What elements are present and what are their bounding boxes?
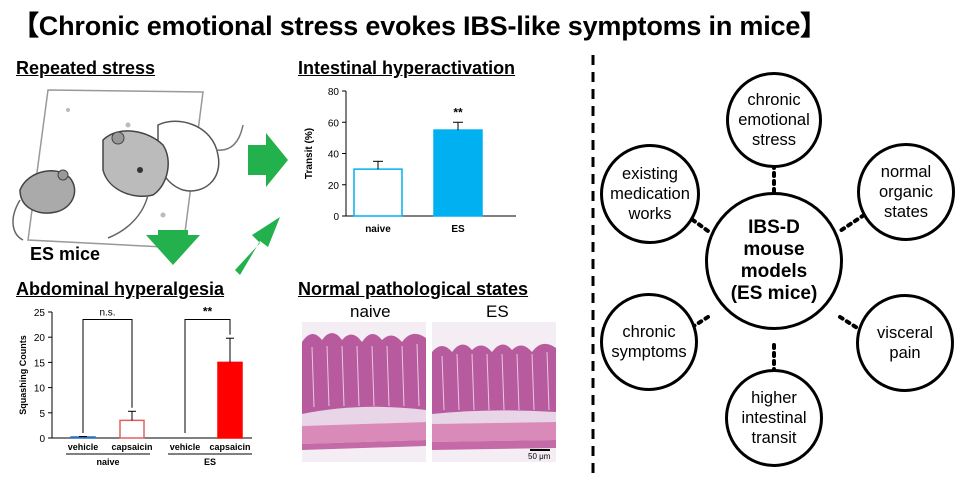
bar [353, 168, 403, 217]
bubble-visceral-pain: visceral pain [856, 294, 954, 392]
y-tick-label: 10 [34, 384, 46, 395]
bar [433, 129, 483, 217]
x-tick-label: capsaicin [209, 442, 250, 452]
bubble-higher-intestinal-transit: higher intestinal transit [725, 369, 823, 467]
es-histology-label: ES [486, 302, 509, 321]
bubble-existing-medication-works: existing medication works [600, 144, 700, 244]
bar [217, 361, 243, 439]
x-tick-label: vehicle [170, 442, 201, 452]
y-tick-label: 0 [39, 434, 45, 445]
es-histology-image [432, 322, 556, 462]
intestinal-hyperactivation-heading: Intestinal hyperactivation [298, 58, 516, 78]
x-tick-label: vehicle [68, 442, 99, 452]
significance-label: ** [453, 105, 463, 119]
es-mice-label: ES mice [30, 244, 101, 264]
flow-arrows [146, 133, 288, 275]
y-tick-label: 20 [34, 333, 46, 344]
abdominal-hyperalgesia-heading: Abdominal hyperalgesia [16, 279, 225, 299]
group-label: naive [96, 457, 119, 467]
significance-label: ** [203, 305, 213, 319]
bar [70, 436, 96, 439]
mice-illustration [12, 89, 244, 249]
arrow-right-icon [248, 133, 288, 187]
y-axis-label: Squashing Counts [18, 335, 28, 415]
y-axis-label: Transit (%) [304, 128, 315, 179]
bubble-chronic-symptoms: chronic symptoms [600, 293, 698, 391]
significance-bracket [184, 319, 231, 433]
significance-bracket [82, 319, 133, 433]
y-tick-label: 15 [34, 358, 46, 369]
arrow-diagonal-icon [235, 217, 280, 275]
scale-bar-label: 50 μm [528, 452, 551, 461]
group-label: ES [204, 457, 216, 467]
bubble-chronic-emotional-stress: chronic emotional stress [726, 72, 822, 168]
y-tick-label: 20 [328, 181, 340, 192]
bar [119, 419, 145, 439]
y-tick-label: 60 [328, 118, 340, 129]
x-tick-label: capsaicin [111, 442, 152, 452]
naive-histology-label: naive [350, 302, 391, 321]
x-tick-label: naive [365, 224, 391, 235]
bubble-ibs-d-mouse-models: IBS-D mouse models (ES mice) [705, 192, 843, 330]
figure-title: 【Chronic emotional stress evokes IBS-lik… [12, 11, 827, 41]
y-tick-label: 5 [39, 409, 45, 420]
y-tick-label: 0 [333, 212, 339, 223]
naive-histology-image [302, 322, 426, 462]
bubble-normal-organic-states: normal organic states [857, 143, 955, 241]
y-tick-label: 80 [328, 87, 340, 98]
arrow-down-icon [146, 230, 200, 265]
x-tick-label: ES [451, 224, 465, 235]
pathological-states-heading: Normal pathological states [298, 279, 529, 299]
repeated-stress-heading: Repeated stress [16, 58, 156, 78]
significance-label: n.s. [99, 308, 115, 319]
y-tick-label: 40 [328, 150, 340, 161]
y-tick-label: 25 [34, 308, 46, 319]
divider-line [591, 55, 595, 475]
